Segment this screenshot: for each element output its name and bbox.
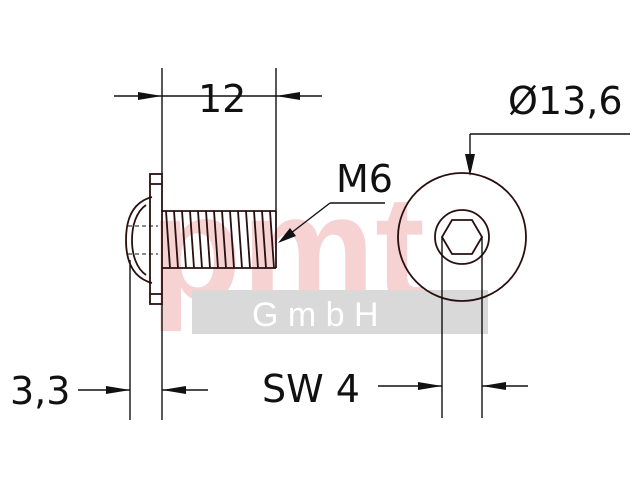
dim-diameter: Ø13,6 <box>465 79 630 176</box>
thread-crest <box>173 210 179 269</box>
dim-collar-label: 3,3 <box>10 369 70 413</box>
dim-collar: 3,3 <box>10 260 208 420</box>
watermark-company: G m b H <box>252 296 379 334</box>
dim-length: 12 <box>114 68 322 211</box>
dim-thread-label: M6 <box>336 157 393 201</box>
thread-crest <box>197 210 203 269</box>
dim-length-label: 12 <box>198 77 246 121</box>
thread-crest <box>165 210 171 269</box>
socket-circle <box>434 209 490 265</box>
thread-crest <box>245 210 251 269</box>
dim-hex-label: SW 4 <box>262 367 360 411</box>
head-outer-circle <box>397 172 527 302</box>
screw-thread <box>162 210 277 269</box>
dim-thread: M6 <box>278 157 393 243</box>
thread-crest <box>221 210 227 269</box>
thread-crest <box>205 210 211 269</box>
dim-hex: SW 4 <box>262 237 528 418</box>
thread-crest <box>237 210 243 269</box>
screw-head-inner <box>131 204 147 276</box>
screw-collar <box>149 173 163 305</box>
thread-crest <box>213 210 219 269</box>
screw-side-view <box>125 173 277 305</box>
thread-crest <box>181 210 187 269</box>
hex-socket-icon <box>440 219 484 255</box>
thread-crest <box>253 210 259 269</box>
thread-crest <box>189 210 195 269</box>
thread-crest <box>229 210 235 269</box>
thread-crest <box>269 210 275 269</box>
thread-crest <box>261 210 267 269</box>
screw-head-outline <box>125 196 153 284</box>
dim-diameter-label: Ø13,6 <box>508 79 623 123</box>
